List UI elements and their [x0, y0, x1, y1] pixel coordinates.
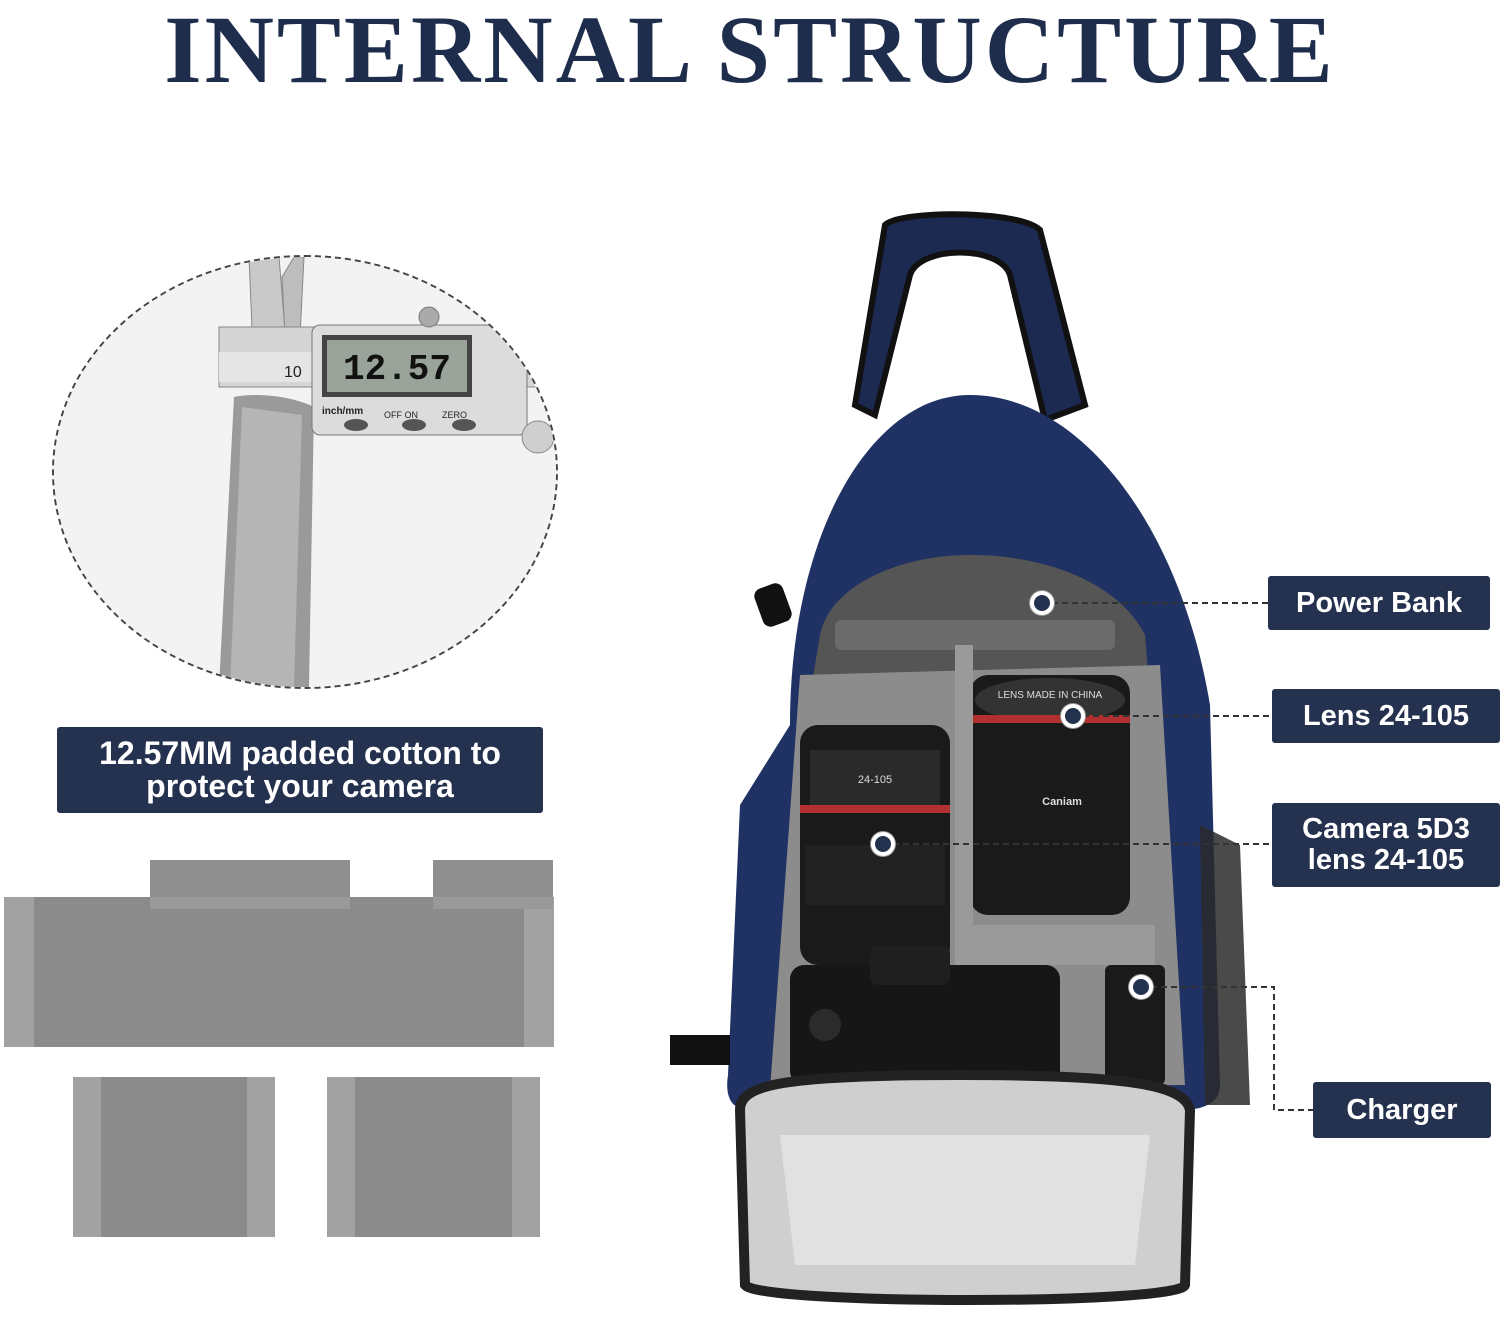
unit-label: inch/mm: [322, 406, 363, 417]
zero-label: ZERO: [442, 410, 467, 420]
caliper-illustration: 10 12.57 inch/mm OFF ON ZERO: [54, 257, 556, 687]
page-title: INTERNAL STRUCTURE: [164, 0, 1336, 103]
camera-marker: [871, 832, 895, 856]
right-lens: LENS MADE IN CHINA Caniam: [970, 675, 1130, 915]
caliper-zoom-circle: 10 12.57 inch/mm OFF ON ZERO: [52, 255, 558, 689]
left-lens-print: 24-105: [858, 774, 892, 786]
long-divider-pad: [4, 860, 554, 1047]
lens-brand-print: Caniam: [1042, 796, 1082, 808]
callout-charger: Charger: [1313, 1082, 1491, 1138]
callout-camera: Camera 5D3 lens 24-105: [1272, 803, 1500, 887]
callout-lens-label: Lens 24-105: [1302, 699, 1470, 732]
camera-body: [790, 945, 1060, 1085]
off-on-label: OFF ON: [384, 410, 418, 420]
small-divider-pad-left: [73, 1077, 275, 1237]
caliper-lcd-reading: 12.57: [343, 349, 451, 390]
callout-power-bank-label: Power Bank: [1296, 586, 1462, 619]
scale-number: 10: [284, 364, 302, 381]
callout-camera-label-line-2: lens 24-105: [1307, 844, 1465, 876]
small-divider-pad-right: [327, 1077, 540, 1237]
divider-pads: [4, 860, 554, 1237]
charger-marker: [1129, 975, 1153, 999]
caption-line-2: protect your camera: [146, 768, 454, 804]
lens-marker: [1061, 704, 1085, 728]
right-lens-ring-print: LENS MADE IN CHINA: [998, 690, 1103, 701]
callout-lens: Lens 24-105: [1272, 689, 1500, 743]
padding-caption: 12.57MM padded cotton to protect your ca…: [57, 727, 543, 813]
power-bank-marker: [1030, 591, 1054, 615]
callout-power-bank: Power Bank: [1268, 576, 1490, 630]
caption-line-1: 12.57MM padded cotton to: [99, 735, 501, 771]
callout-camera-label-line-1: Camera 5D3: [1302, 813, 1470, 845]
callout-charger-label: Charger: [1346, 1093, 1458, 1126]
sling-bag-illustration: 24-105 LENS MADE IN CHINA Caniam: [670, 211, 1250, 1305]
